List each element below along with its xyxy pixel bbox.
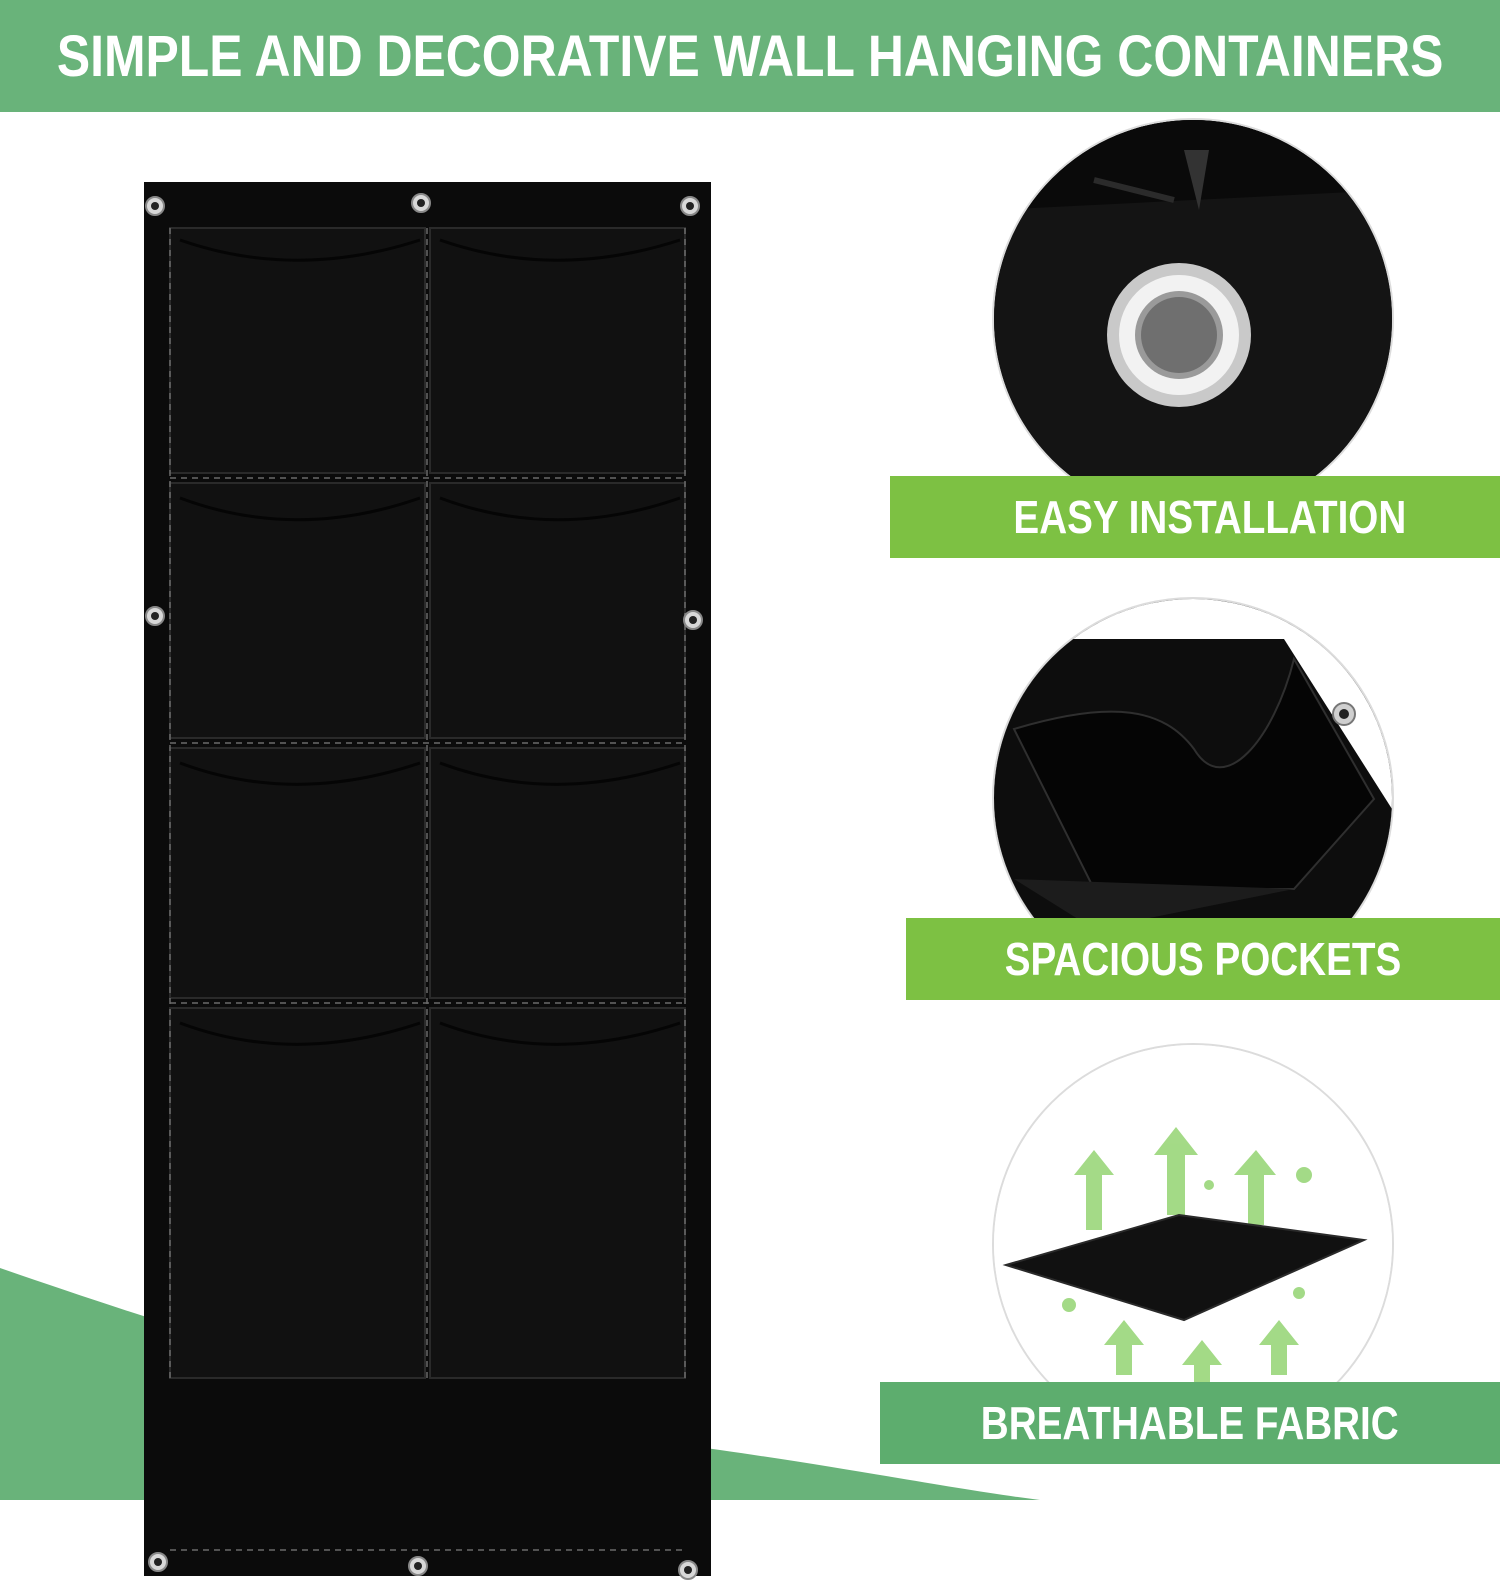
- pocket-grid: [169, 227, 686, 1379]
- pocket: [169, 1007, 426, 1379]
- pocket: [169, 482, 426, 739]
- breathable-fabric-circle: [992, 1043, 1394, 1445]
- pocket: [429, 1007, 686, 1379]
- pocket: [429, 482, 686, 739]
- pocket: [429, 227, 686, 474]
- breathable-fabric-label: BREATHABLE FABRIC: [981, 1397, 1399, 1449]
- pocket: [429, 747, 686, 999]
- easy-installation-label: EASY INSTALLATION: [1013, 491, 1407, 543]
- pocket: [169, 747, 426, 999]
- wall-planter-image: [144, 182, 711, 1580]
- header-banner: SIMPLE AND DECORATIVE WALL HANGING CONTA…: [0, 0, 1500, 112]
- grommet-closeup-circle: [992, 118, 1394, 520]
- banner-title: SIMPLE AND DECORATIVE WALL HANGING CONTA…: [56, 23, 1444, 89]
- spacious-pockets-label: SPACIOUS POCKETS: [1004, 933, 1402, 985]
- breathable-fabric-label-bar: BREATHABLE FABRIC: [880, 1382, 1500, 1464]
- pocket: [169, 227, 426, 474]
- breathable-fabric-icon: [994, 1045, 1392, 1443]
- grommet-closeup-icon: [994, 120, 1392, 518]
- easy-installation-label-bar: EASY INSTALLATION: [890, 476, 1500, 558]
- spacious-pockets-label-bar: SPACIOUS POCKETS: [906, 918, 1500, 1000]
